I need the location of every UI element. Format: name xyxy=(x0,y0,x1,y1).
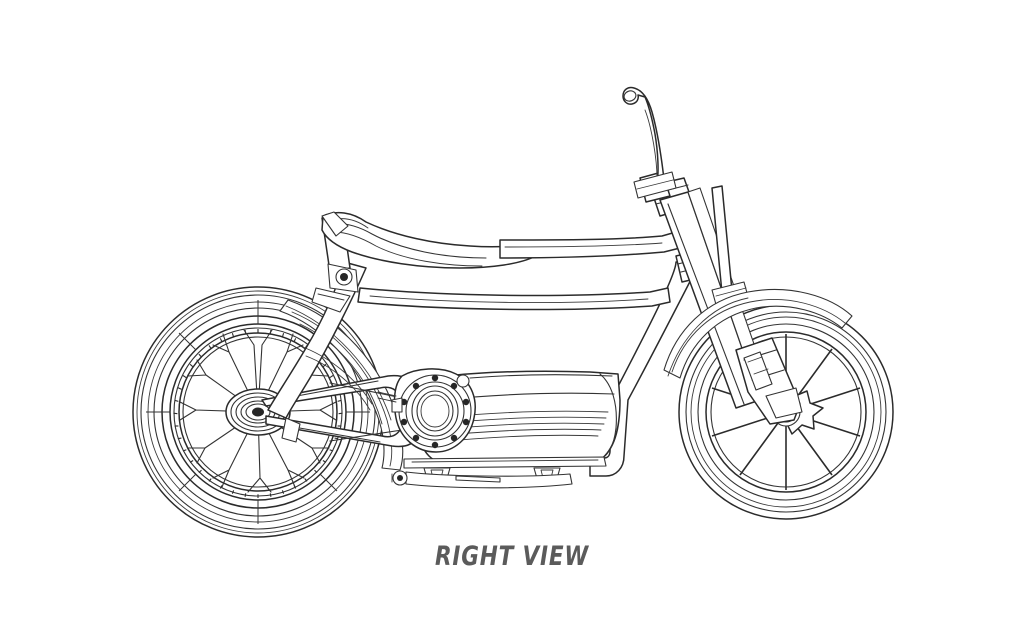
rear-wheel xyxy=(132,286,384,538)
top-tube xyxy=(357,231,681,311)
seat xyxy=(321,211,537,269)
skid-plate xyxy=(391,456,607,489)
view-caption: RIGHT VIEW xyxy=(434,541,590,572)
swingarm xyxy=(261,374,425,448)
rear-shock xyxy=(299,345,373,411)
handlebar xyxy=(622,86,677,199)
motor-housing xyxy=(377,368,476,453)
brake-caliper xyxy=(743,351,773,391)
front-fender xyxy=(663,288,853,379)
